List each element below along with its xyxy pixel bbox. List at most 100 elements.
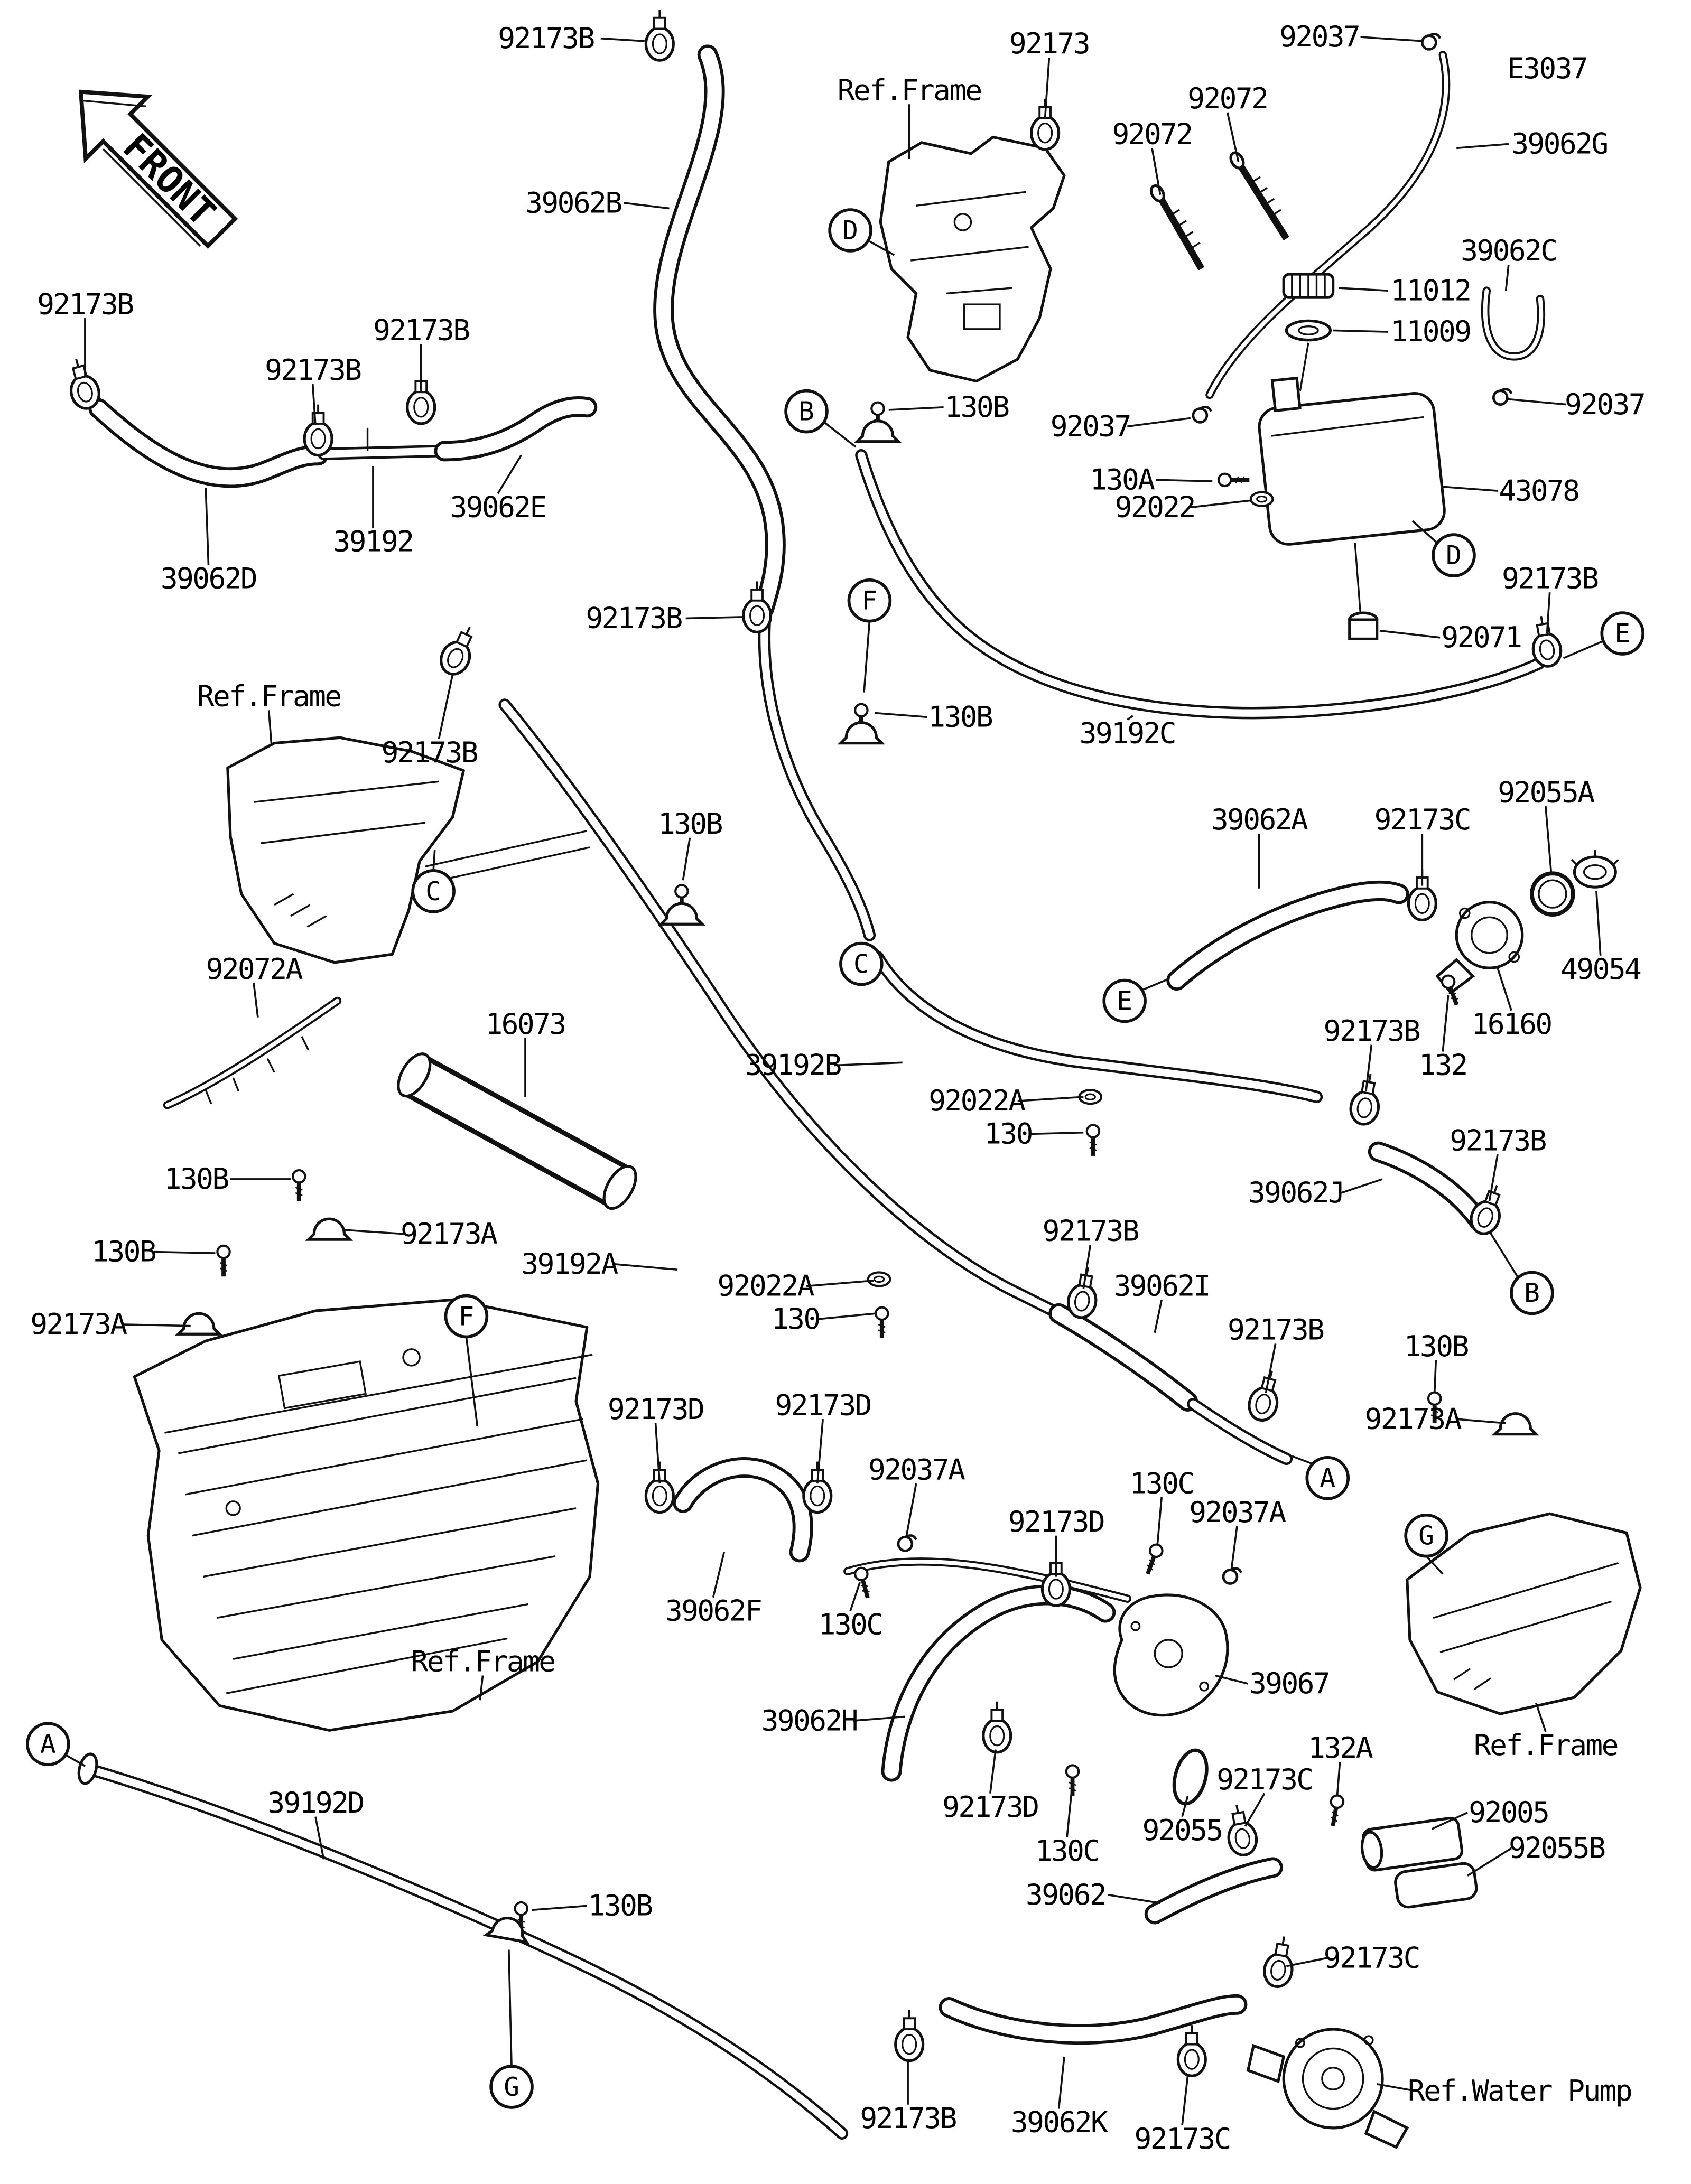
leader-line	[806, 1280, 874, 1287]
screw-130B	[1428, 1393, 1441, 1423]
leader-line	[1411, 520, 1438, 544]
cap-11012	[1282, 273, 1335, 299]
clip-92037	[1193, 407, 1211, 422]
leader-line	[1044, 57, 1051, 118]
leader-line	[65, 1754, 86, 1767]
pipe-39192B	[878, 957, 1316, 1097]
hose-39062B	[664, 55, 776, 609]
leader-line	[1442, 995, 1450, 1052]
leader-line	[685, 616, 744, 620]
screw-132A	[1327, 1795, 1344, 1827]
ref-marker-letter: D	[842, 215, 858, 246]
ref-marker-letter: G	[1418, 1520, 1434, 1551]
tube-16073	[392, 1049, 642, 1214]
leader-line	[1506, 398, 1566, 406]
leader-line	[1082, 1245, 1092, 1289]
leader-line	[497, 454, 522, 494]
hose-39062G	[1210, 55, 1446, 395]
ref-marker-letter: F	[862, 585, 878, 616]
ref-marker-letter: C	[425, 876, 441, 907]
ref-marker-circle	[1510, 1271, 1554, 1315]
drain-92071	[1348, 543, 1379, 641]
frame-bottom-left	[133, 1298, 600, 1732]
ref-marker-letter: E	[1614, 618, 1630, 649]
leader-line	[1214, 1674, 1249, 1685]
ref-marker-circle	[1600, 611, 1645, 656]
leader-line	[1504, 264, 1510, 291]
leader-line	[1360, 36, 1424, 42]
leader-line	[1108, 1893, 1160, 1905]
hose-39062C	[1485, 291, 1541, 357]
ref-marker-letter: B	[798, 396, 814, 426]
hose-39062A	[1177, 891, 1399, 980]
leader-line	[712, 1552, 726, 1598]
leader-line	[1497, 967, 1512, 1011]
clamp-92173B	[1348, 1072, 1384, 1127]
leader-line	[253, 983, 259, 1018]
leader-line	[1017, 1096, 1084, 1102]
leader-line	[1338, 287, 1388, 292]
clamp-92173C	[1178, 2025, 1205, 2076]
bracket-130B	[841, 723, 882, 743]
leader-line	[1227, 112, 1240, 162]
leader-line	[1286, 1957, 1328, 1967]
water-pump	[1246, 2028, 1409, 2149]
leader-line	[816, 1418, 824, 1484]
reservoir-43078	[1258, 376, 1446, 546]
leader-line	[314, 1816, 325, 1860]
ref-marker-B: B	[784, 389, 829, 434]
ref-marker-circle	[1404, 1513, 1448, 1558]
leader-line	[905, 1483, 917, 1536]
ref-marker-circle	[1305, 1455, 1350, 1500]
clip-92037A	[898, 1535, 916, 1551]
leader-line	[1456, 143, 1509, 150]
leader-line	[205, 488, 210, 565]
leader-line	[1057, 2056, 1065, 2109]
leader-line	[863, 621, 871, 693]
leader-line	[1265, 1343, 1277, 1394]
leader-line	[1535, 1702, 1547, 1732]
ref-marker-C: C	[411, 869, 456, 913]
leader-line	[1488, 1230, 1519, 1278]
leader-line	[833, 1061, 903, 1067]
leader-line	[1336, 1761, 1341, 1796]
leader-line	[1341, 1178, 1383, 1194]
ref-marker-A: A	[26, 1722, 70, 1767]
holder-92173A	[1495, 1414, 1536, 1434]
ref-marker-letter: C	[853, 948, 869, 979]
screw-130B	[217, 1246, 229, 1276]
ref-marker-circle	[26, 1722, 70, 1767]
ref-marker-G: G	[489, 2065, 534, 2109]
leader-line	[311, 384, 317, 425]
washer-92022A	[868, 1272, 890, 1286]
gasket-92055	[1172, 1748, 1209, 1806]
ref-marker-letter: E	[1117, 985, 1132, 1016]
ref-marker-letter: D	[1446, 540, 1462, 571]
hose-39062J	[1378, 1152, 1478, 1220]
leader-line	[624, 202, 670, 210]
leader-line	[1190, 499, 1251, 509]
leader-line	[1181, 1796, 1189, 1817]
leader-line	[614, 1263, 678, 1271]
leader-line	[1377, 2083, 1416, 2092]
bolt-92072-a	[1149, 184, 1205, 270]
frame-top-center	[879, 135, 1066, 383]
leader-line	[1563, 640, 1603, 659]
oring-92055A	[1530, 871, 1575, 917]
leader-line	[1333, 329, 1388, 333]
leader-line	[1595, 891, 1602, 956]
clamp-92173D	[983, 1702, 1011, 1752]
ref-marker-letter: F	[459, 1301, 475, 1331]
clamp-92173B	[436, 621, 482, 679]
hose-39062I	[1059, 1313, 1188, 1401]
leader-line	[1244, 1793, 1266, 1827]
gasket-92055B	[1394, 1862, 1478, 1909]
frame-left	[226, 736, 590, 964]
ref-marker-C: C	[839, 941, 884, 986]
leader-line	[1156, 479, 1213, 482]
ref-marker-F: F	[444, 1294, 489, 1339]
ref-marker-circle	[1432, 533, 1476, 577]
bolt-92072-b	[1229, 151, 1289, 241]
